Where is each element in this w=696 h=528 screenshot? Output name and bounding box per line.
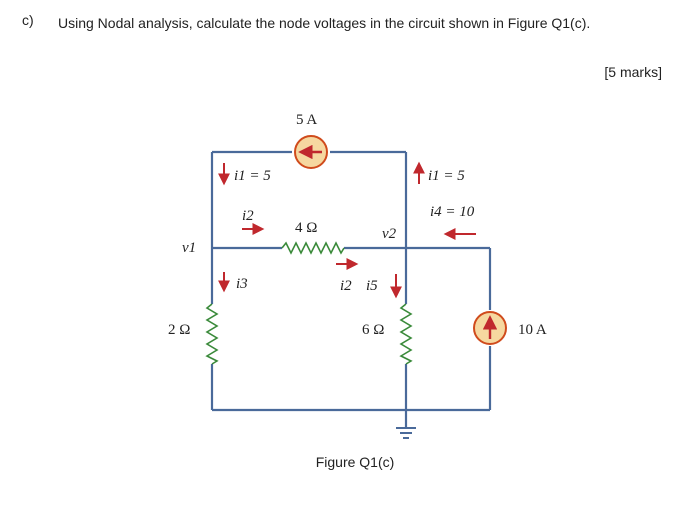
wires: [210, 150, 492, 428]
label-i1-left: i1 = 5: [234, 168, 271, 184]
label-i4-right: i4 = 10: [430, 204, 475, 220]
resistor-4-ohm: [281, 241, 345, 255]
question-label: c): [22, 12, 34, 28]
label-i2-left: i2: [242, 208, 254, 224]
marks-label: [5 marks]: [604, 64, 662, 80]
label-2-ohm: 2 Ω: [168, 322, 190, 338]
figure-caption: Figure Q1(c): [315, 454, 395, 470]
current-arrows: [218, 161, 476, 299]
label-5A: 5 A: [296, 112, 317, 128]
resistor-2-ohm: [205, 303, 219, 365]
label-6-ohm: 6 Ω: [362, 322, 384, 338]
ground-symbol: [396, 427, 416, 439]
label-v1: v1: [182, 240, 196, 256]
label-i5: i5: [366, 278, 378, 294]
label-i1-right: i1 = 5: [428, 168, 465, 184]
resistor-6-ohm: [399, 303, 413, 365]
label-v2: v2: [382, 226, 397, 242]
label-4-ohm: 4 Ω: [295, 220, 317, 236]
question-text: Using Nodal analysis, calculate the node…: [58, 15, 591, 31]
current-source-10A: [473, 311, 507, 345]
label-10A: 10 A: [518, 322, 547, 338]
label-i3: i3: [236, 276, 248, 292]
current-source-5A: [294, 135, 328, 169]
label-i2-mid: i2: [340, 278, 352, 294]
